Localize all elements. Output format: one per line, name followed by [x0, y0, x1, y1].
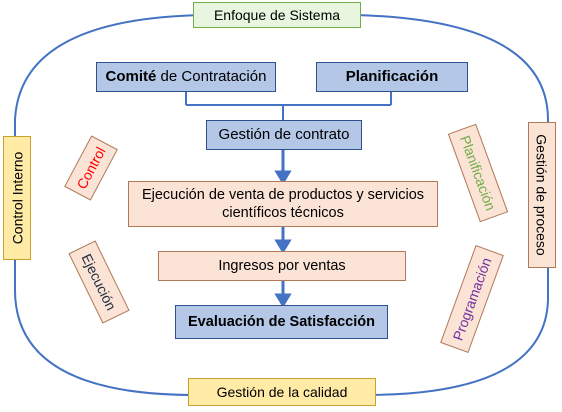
enfoque-sistema-box: Enfoque de Sistema — [193, 2, 361, 28]
comite-contratacion-box: Comité de Contratación — [96, 62, 276, 92]
gestion-proceso-label: Gestión de proceso — [534, 134, 550, 256]
control-interno-label: Control Interno — [9, 151, 26, 245]
control-interno-box: Control Interno — [3, 136, 31, 260]
ingresos-ventas-label: Ingresos por ventas — [218, 258, 346, 274]
evaluacion-satisfaccion-box: Evaluación de Satisfacción — [175, 305, 388, 339]
ejecucion-venta-line1: Ejecución de venta de productos y servic… — [141, 187, 425, 203]
gestion-calidad-box: Gestión de la calidad — [188, 378, 376, 406]
gestion-contrato-label: Gestión de contrato — [218, 126, 350, 143]
gestion-calidad-label: Gestión de la calidad — [216, 384, 348, 400]
enfoque-sistema-label: Enfoque de Sistema — [213, 7, 341, 23]
planificacion-box: Planificación — [316, 62, 468, 92]
ejecucion-venta-line2: científicos técnicos — [222, 205, 344, 221]
flow-arrows — [274, 150, 292, 308]
planificacion-label: Planificación — [345, 68, 439, 85]
comite-rest-text: de Contratación — [156, 68, 267, 85]
ejecucion-venta-box: Ejecución de venta de productos y servic… — [128, 181, 438, 227]
ingresos-ventas-box: Ingresos por ventas — [158, 251, 406, 281]
gestion-contrato-box: Gestión de contrato — [206, 120, 362, 150]
comite-contratacion-label: Comité de Contratación — [106, 68, 267, 86]
gestion-proceso-box: Gestión de proceso — [528, 122, 556, 268]
evaluacion-satisfaccion-label: Evaluación de Satisfacción — [188, 314, 375, 330]
comite-bold-text: Comité — [105, 68, 157, 85]
